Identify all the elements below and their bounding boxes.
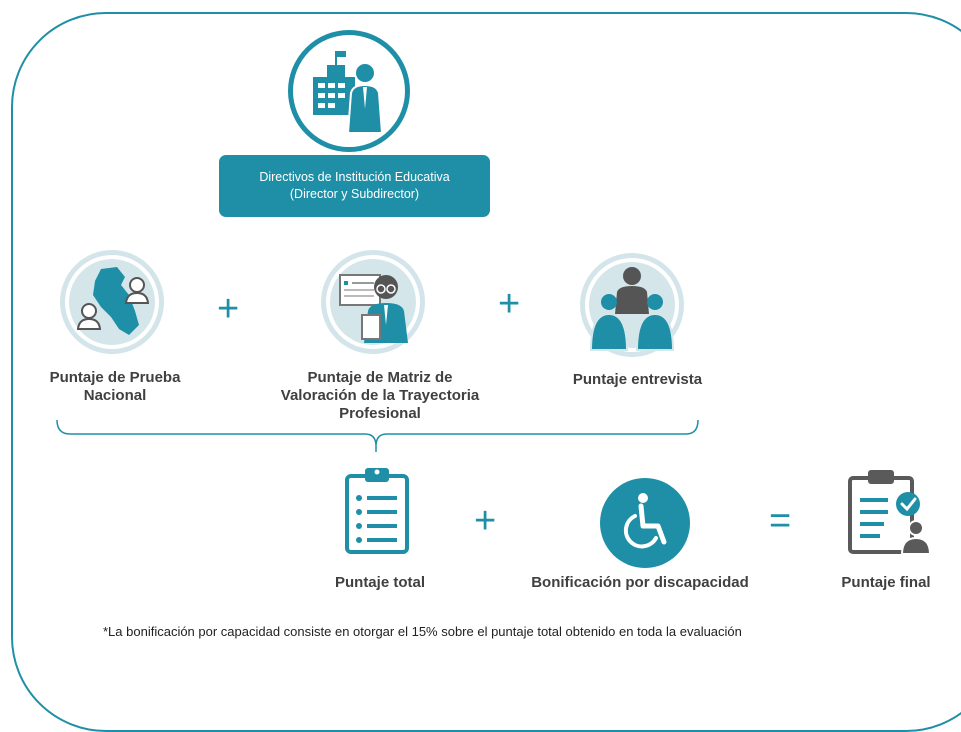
- total-label: Puntaje total: [334, 574, 425, 591]
- banner-line-2: (Director y Subdirector): [289, 187, 420, 201]
- plus-sign-1: +: [217, 288, 240, 330]
- national-test-label: Puntaje de Prueba Nacional: [49, 369, 181, 404]
- final-label: Puntaje final: [841, 574, 931, 591]
- trajectory-circle: [321, 250, 425, 354]
- equals-sign: =: [769, 500, 792, 542]
- banner-line-1: Directivos de Institución Educativa: [259, 170, 450, 184]
- interview-circle: [580, 253, 684, 357]
- interview-team-icon: [589, 267, 675, 351]
- peru-map-people-icon: [76, 267, 150, 335]
- role-banner: Directivos de Institución Educativa (Dir…: [219, 155, 490, 217]
- interview-label: Puntaje entrevista: [572, 371, 703, 388]
- wheelchair-icon: [623, 493, 667, 549]
- teacher-certificate-icon: [339, 274, 408, 343]
- plus-sign-3: +: [474, 500, 497, 542]
- plus-sign-2: +: [498, 283, 521, 325]
- school-director-icon: [313, 51, 384, 134]
- trajectory-label: Puntaje de Matriz de Valoración de la Tr…: [280, 369, 480, 422]
- footnote: *La bonificación por capacidad consiste …: [103, 624, 742, 639]
- bonus-circle: [600, 478, 690, 568]
- clipboard-list-icon: [345, 468, 409, 554]
- director-circle: [288, 30, 410, 152]
- clipboard-check-person-icon: [848, 470, 932, 555]
- national-test-circle: [60, 250, 164, 354]
- bonus-label: Bonificación por discapacidad: [531, 574, 749, 591]
